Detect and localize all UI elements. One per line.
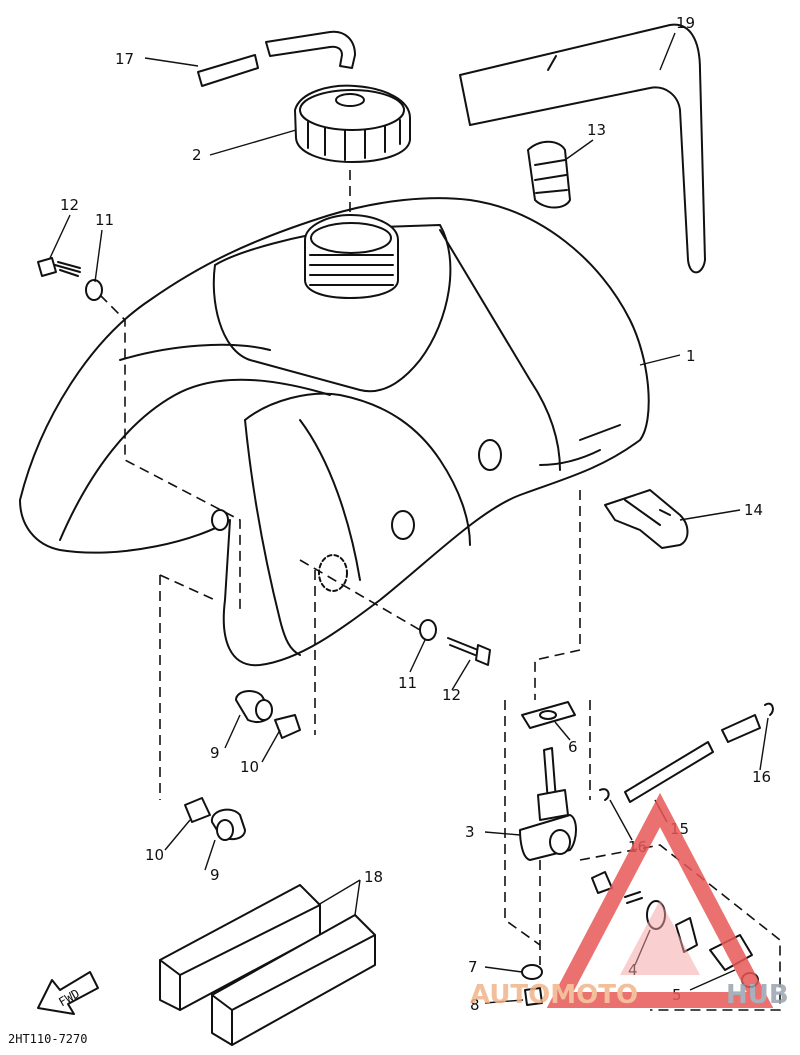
rear-damper <box>604 489 689 549</box>
callout-2: 2 <box>192 146 202 164</box>
grommets-collars <box>184 690 301 841</box>
callout-8: 8 <box>470 996 480 1014</box>
callout-9b: 9 <box>210 866 220 884</box>
callout-1: 1 <box>686 347 696 365</box>
fuel-cock <box>519 701 577 1006</box>
callout-9a: 9 <box>210 744 220 762</box>
callout-6: 6 <box>568 738 578 756</box>
breather-hose <box>197 30 356 87</box>
tank-band <box>459 23 706 274</box>
bolt-washer-lower <box>419 619 491 666</box>
callout-16a: 16 <box>752 768 771 786</box>
bolt-washer-upper <box>37 257 103 301</box>
callout-11b: 11 <box>398 674 417 692</box>
callout-3: 3 <box>465 823 475 841</box>
fuel-tank <box>19 197 650 667</box>
callout-18: 18 <box>364 868 383 886</box>
drawing-code: 2HT110-7270 <box>8 1032 87 1046</box>
foam-blocks <box>159 884 376 1046</box>
callout-13: 13 <box>587 121 606 139</box>
callout-12a: 12 <box>60 196 79 214</box>
leader-lines <box>49 32 769 1004</box>
callout-10a: 10 <box>240 758 259 776</box>
callout-14: 14 <box>744 501 763 519</box>
callout-19: 19 <box>676 14 695 32</box>
callout-numbers: 1 2 3 4 5 6 7 8 9 9 10 10 11 11 12 12 13… <box>60 14 771 1014</box>
watermark-text-hub: HUB <box>726 980 789 1010</box>
watermark-logo: AUTOMOTO HUB <box>470 792 789 1010</box>
fuel-pipe <box>599 702 774 803</box>
watermark-text-auto: AUTOMOTO <box>470 980 638 1010</box>
callout-10b: 10 <box>145 846 164 864</box>
fuel-cap <box>294 84 411 163</box>
band-clip <box>527 140 571 209</box>
fwd-arrow: FWD <box>37 971 99 1015</box>
callout-12b: 12 <box>442 686 461 704</box>
callout-7: 7 <box>468 958 478 976</box>
callout-11a: 11 <box>95 211 114 229</box>
callout-17: 17 <box>115 50 134 68</box>
